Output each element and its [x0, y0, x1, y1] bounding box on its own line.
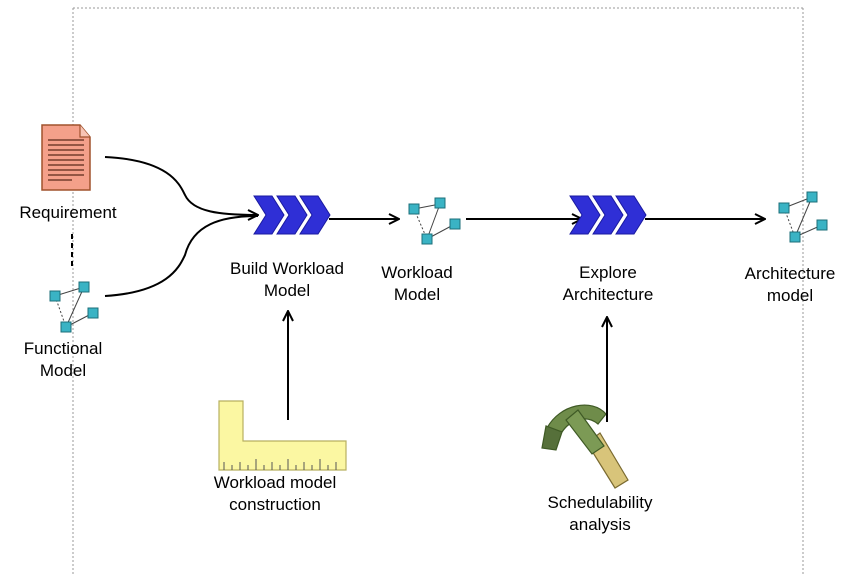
functional-model-label: Functional Model [8, 338, 118, 382]
workload-model-construction-label: Workload model construction [200, 472, 350, 516]
workload-model-line-1: Workload [381, 263, 453, 282]
workload-model-line-2: Model [393, 285, 441, 304]
workload-model-graph-icon [408, 197, 461, 245]
ruler-icon [218, 400, 347, 471]
functional-model-line-2: Model [39, 361, 87, 380]
build-workload-model-chevron-icon [253, 195, 331, 235]
dotted-frame [72, 7, 804, 575]
schedulability-analysis-label: Schedulability analysis [530, 492, 670, 536]
workload-model-label: Workload Model [377, 262, 457, 306]
explore-architecture-chevron-icon [569, 195, 647, 235]
document-icon [41, 124, 91, 191]
functional-model-flow-curve [104, 215, 259, 297]
build-workload-model-label: Build Workload Model [222, 258, 352, 302]
hammer-icon [541, 404, 629, 489]
explore-architecture-line-1: Explore [579, 263, 637, 282]
schedulability-analysis-line-2: analysis [569, 515, 631, 534]
architecture-model-line-1: Architecture [744, 264, 836, 283]
architecture-model-label: Architecture model [736, 263, 844, 307]
architecture-model-graph-icon [778, 191, 828, 243]
functional-model-graph-icon [49, 281, 99, 333]
workload-model-construction-line-1: Workload model [213, 473, 337, 492]
functional-model-line-1: Functional [23, 339, 103, 358]
requirement-label: Requirement [19, 203, 117, 222]
architecture-model-line-2: model [766, 286, 814, 305]
schedulability-analysis-line-1: Schedulability [547, 493, 653, 512]
explore-architecture-label: Explore Architecture [548, 262, 668, 306]
workload-model-construction-line-2: construction [229, 495, 321, 514]
build-workload-model-line-2: Model [263, 281, 311, 300]
build-workload-model-line-1: Build Workload [229, 259, 345, 278]
explore-architecture-line-2: Architecture [562, 285, 654, 304]
requirement-flow-curve [104, 156, 258, 215]
